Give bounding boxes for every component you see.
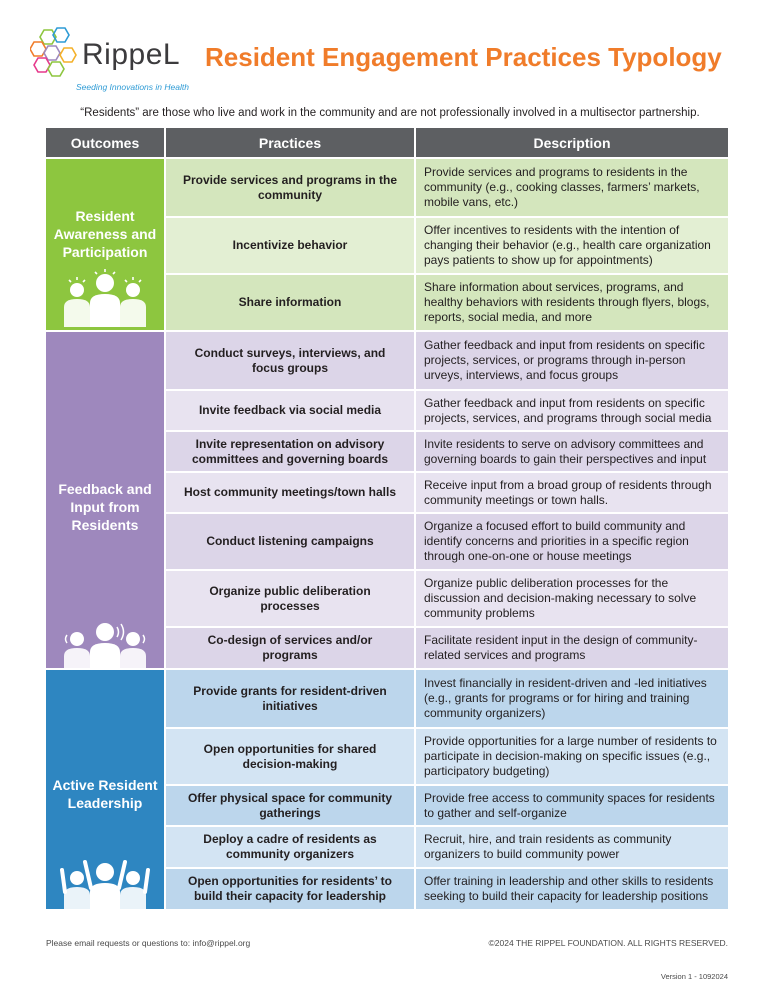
outcome-label: Resident Awareness and Participation: [53, 208, 157, 260]
column-header-description: Description: [533, 134, 611, 151]
table-row: Deploy a cadre of residents as community…: [166, 825, 728, 867]
table-row: Incentivize behavior Offer incentives to…: [166, 216, 728, 273]
practice-rows: Provide grants for resident-driven initi…: [166, 670, 728, 909]
logo-wordmark: RippeL: [82, 38, 181, 71]
page-title: Resident Engagement Practices Typology: [205, 42, 722, 72]
description-cell: Facilitate resident input in the design …: [416, 628, 728, 668]
contact-email-text: Please email requests or questions to: i…: [46, 938, 251, 948]
table-header: Outcomes Practices Description: [46, 128, 728, 157]
people-cheering-icon: [64, 269, 146, 327]
table-row: Organize public deliberation processes O…: [166, 569, 728, 626]
typology-table: Outcomes Practices Description Resident …: [46, 128, 728, 914]
table-row: Conduct surveys, interviews, and focus g…: [166, 332, 728, 389]
practice-cell: Co-design of services and/or programs: [166, 628, 416, 668]
column-header-outcomes: Outcomes: [46, 128, 166, 157]
table-row: Offer physical space for community gathe…: [166, 784, 728, 825]
table-row: Provide grants for resident-driven initi…: [166, 670, 728, 727]
table-row: Open opportunities for shared decision-m…: [166, 727, 728, 784]
table-row: Share information Share information abou…: [166, 273, 728, 330]
description-cell: Organize a focused effort to build commu…: [416, 514, 728, 569]
column-header-practices: Practices: [166, 128, 416, 157]
outcome-cell: Resident Awareness and Participation: [46, 159, 166, 330]
practice-cell: Open opportunities for residents’ to bui…: [166, 869, 416, 909]
practice-cell: Organize public deliberation processes: [166, 571, 416, 626]
outcome-group-awareness: Resident Awareness and Participation: [46, 157, 728, 330]
practice-rows: Conduct surveys, interviews, and focus g…: [166, 332, 728, 668]
description-cell: Gather feedback and input from residents…: [416, 391, 728, 430]
practice-cell: Invite representation on advisory commit…: [166, 432, 416, 471]
outcome-cell: Active Resident Leadership: [46, 670, 166, 914]
description-cell: Provide free access to community spaces …: [416, 786, 728, 825]
description-cell: Invest financially in resident-driven an…: [416, 670, 728, 727]
description-cell: Recruit, hire, and train residents as co…: [416, 827, 728, 867]
table-row: Invite feedback via social media Gather …: [166, 389, 728, 430]
version-text: Version 1 - 1092024: [660, 972, 728, 981]
practice-cell: Open opportunities for shared decision-m…: [166, 729, 416, 784]
description-cell: Offer training in leadership and other s…: [416, 869, 728, 909]
practice-cell: Conduct listening campaigns: [166, 514, 416, 569]
practice-cell: Deploy a cadre of residents as community…: [166, 827, 416, 867]
logo-tagline: Seeding Innovations in Health: [76, 82, 189, 92]
outcome-group-leadership: Active Resident Leadership: [46, 668, 728, 914]
table-row: Invite representation on advisory commit…: [166, 430, 728, 471]
description-cell: Provide services and programs to residen…: [416, 159, 728, 216]
practice-cell: Conduct surveys, interviews, and focus g…: [166, 332, 416, 389]
intro-text: “Residents” are those who live and work …: [80, 107, 700, 119]
table-row: Co-design of services and/or programs Fa…: [166, 626, 728, 668]
practice-cell: Provide services and programs in the com…: [166, 159, 416, 216]
description-cell: Offer incentives to residents with the i…: [416, 218, 728, 273]
outcome-label: Active Resident Leadership: [52, 777, 158, 811]
table-row: Provide services and programs in the com…: [166, 159, 728, 216]
practice-cell: Incentivize behavior: [166, 218, 416, 273]
copyright-text: ©2024 THE RIPPEL FOUNDATION. ALL RIGHTS …: [488, 938, 728, 948]
outcome-group-feedback: Feedback and Input from Residents: [46, 330, 728, 676]
people-speaking-icon: [64, 623, 146, 676]
hexagon-cluster-icon: [30, 27, 77, 77]
description-cell: Receive input from a broad group of resi…: [416, 473, 728, 512]
people-arms-raised-icon: [60, 860, 150, 914]
table-row: Conduct listening campaigns Organize a f…: [166, 512, 728, 569]
description-cell: Share information about services, progra…: [416, 275, 728, 330]
description-cell: Provide opportunities for a large number…: [416, 729, 728, 784]
practice-cell: Host community meetings/town halls: [166, 473, 416, 512]
practice-cell: Offer physical space for community gathe…: [166, 786, 416, 825]
practice-cell: Provide grants for resident-driven initi…: [166, 670, 416, 727]
page-header: RippeL Seeding Innovations in Health Res…: [0, 0, 774, 110]
table-row: Host community meetings/town halls Recei…: [166, 471, 728, 512]
practice-cell: Share information: [166, 275, 416, 330]
outcome-label: Feedback and Input from Residents: [58, 481, 152, 533]
practice-cell: Invite feedback via social media: [166, 391, 416, 430]
description-cell: Invite residents to serve on advisory co…: [416, 432, 728, 471]
rippel-logo: RippeL Seeding Innovations in Health: [30, 26, 189, 96]
outcome-cell: Feedback and Input from Residents: [46, 332, 166, 676]
description-cell: Gather feedback and input from residents…: [416, 332, 728, 389]
description-cell: Organize public deliberation processes f…: [416, 571, 728, 626]
table-row: Open opportunities for residents’ to bui…: [166, 867, 728, 909]
practice-rows: Provide services and programs in the com…: [166, 159, 728, 330]
